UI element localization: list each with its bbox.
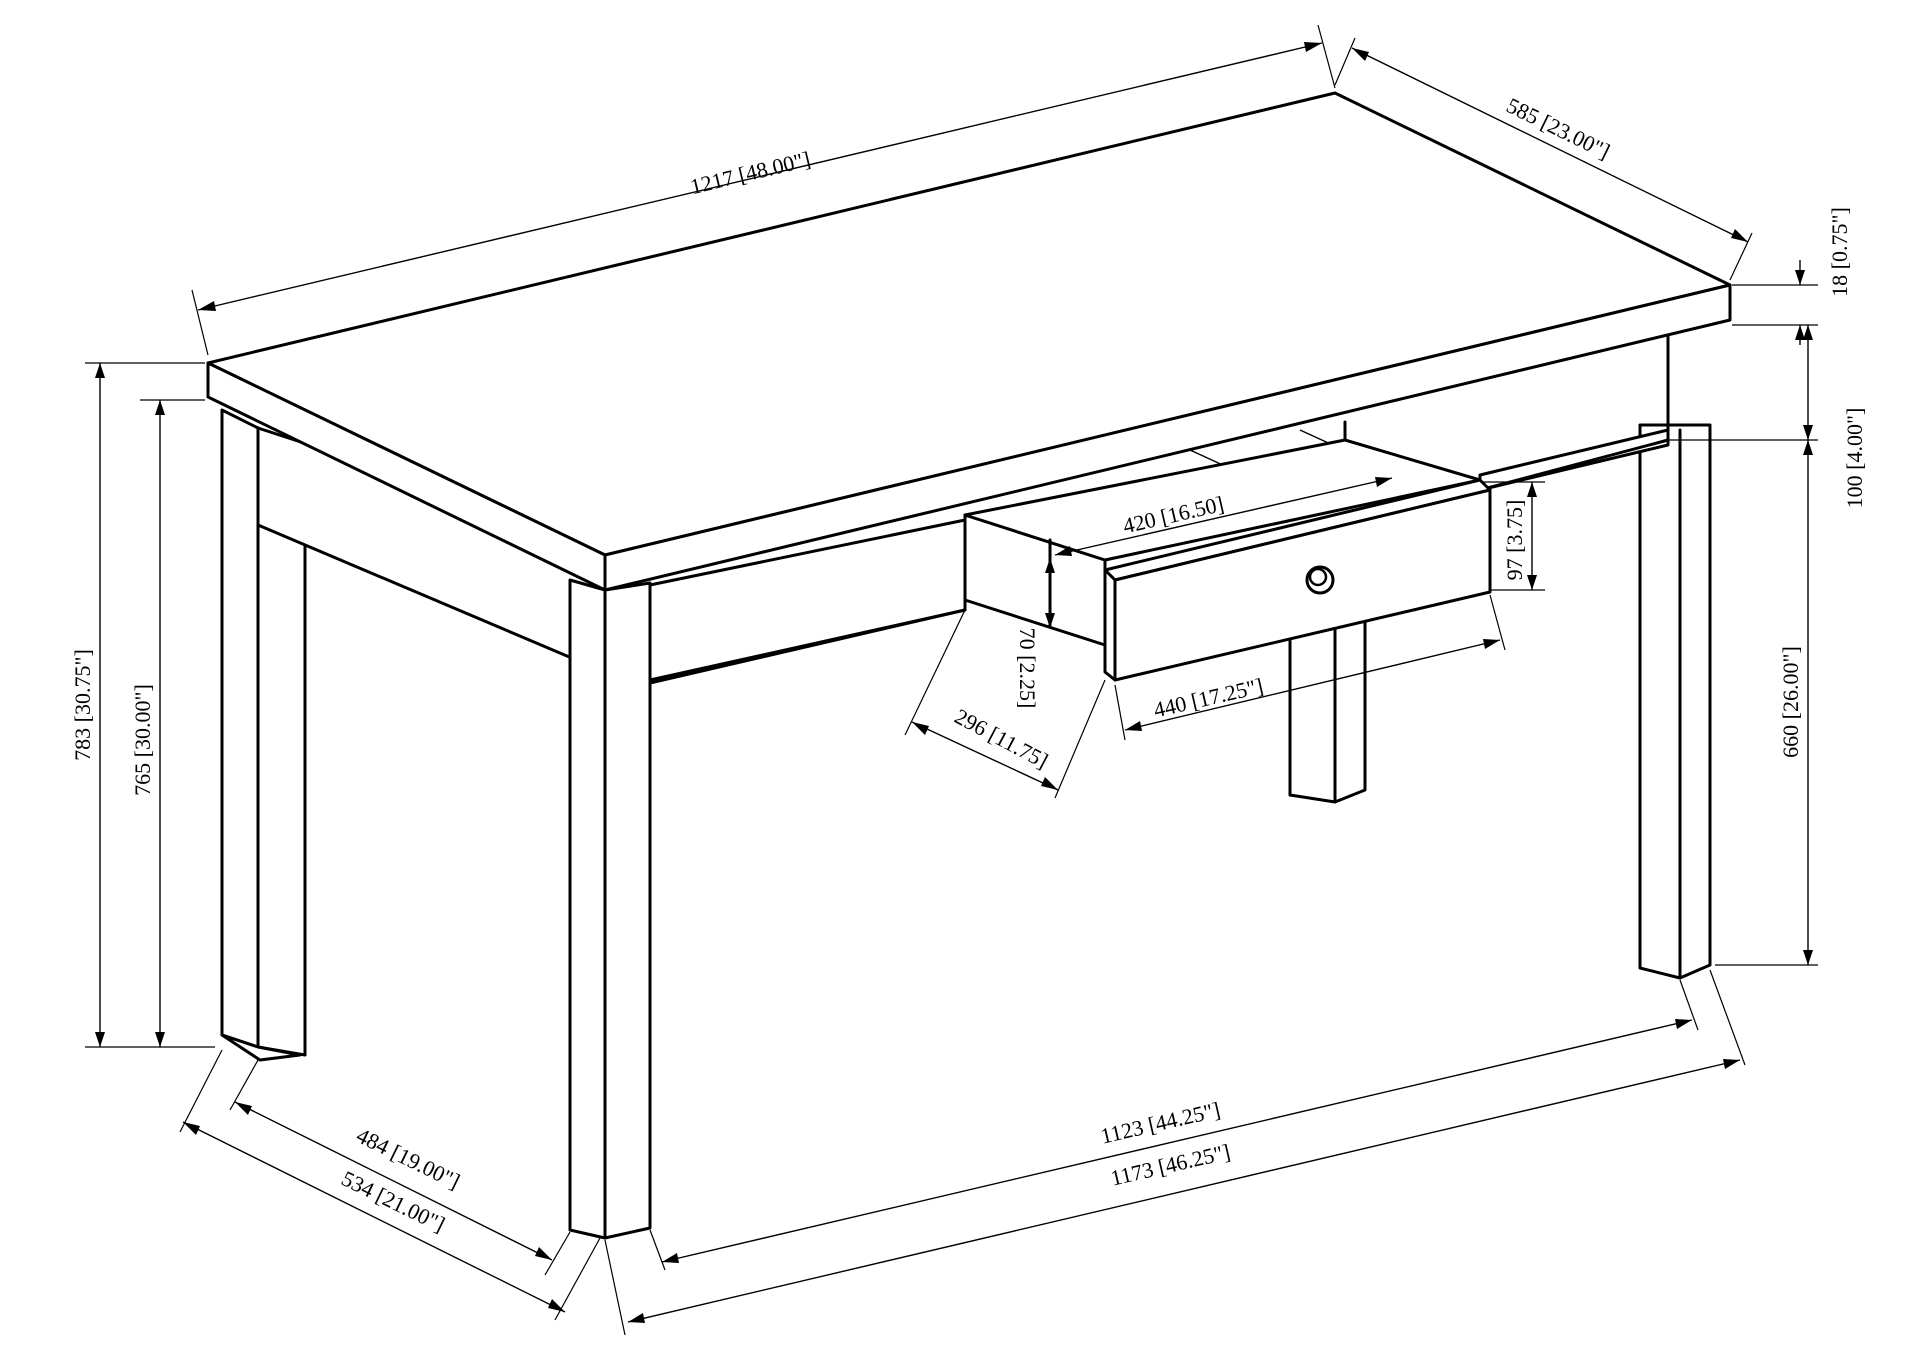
label-drawer-box-height: 70 [2.25] [1015, 628, 1040, 709]
label-apron-underside-height: 765 [30.00"] [130, 684, 155, 796]
dimension-lines [85, 24, 1818, 1336]
front-center-leg [568, 578, 652, 1240]
drawer [963, 438, 1492, 682]
label-leg-length-span: 1123 [44.25"] [1098, 1097, 1222, 1149]
label-drawer-front-height: 97 [3.75] [1502, 500, 1527, 581]
label-top-depth: 585 [23.00"] [1503, 93, 1614, 164]
label-top-length: 1217 [48.00"] [688, 146, 813, 199]
label-drawer-depth: 296 [11.75] [951, 703, 1053, 773]
back-left-leg [256, 523, 307, 1057]
knob-icon [1305, 565, 1335, 595]
label-apron-height: 100 [4.00"] [1842, 408, 1867, 509]
label-drawer-front-width: 440 [17.25"] [1151, 673, 1265, 722]
label-top-thickness: 18 [0.75"] [1827, 207, 1852, 297]
label-leg-height: 660 [26.00"] [1778, 646, 1803, 758]
front-left-leg [220, 408, 302, 1062]
table-top [206, 91, 1732, 592]
label-overall-height: 783 [30.75"] [70, 649, 95, 761]
label-overall-length-span: 1173 [46.25"] [1108, 1139, 1232, 1191]
front-right-leg [1638, 328, 1712, 980]
